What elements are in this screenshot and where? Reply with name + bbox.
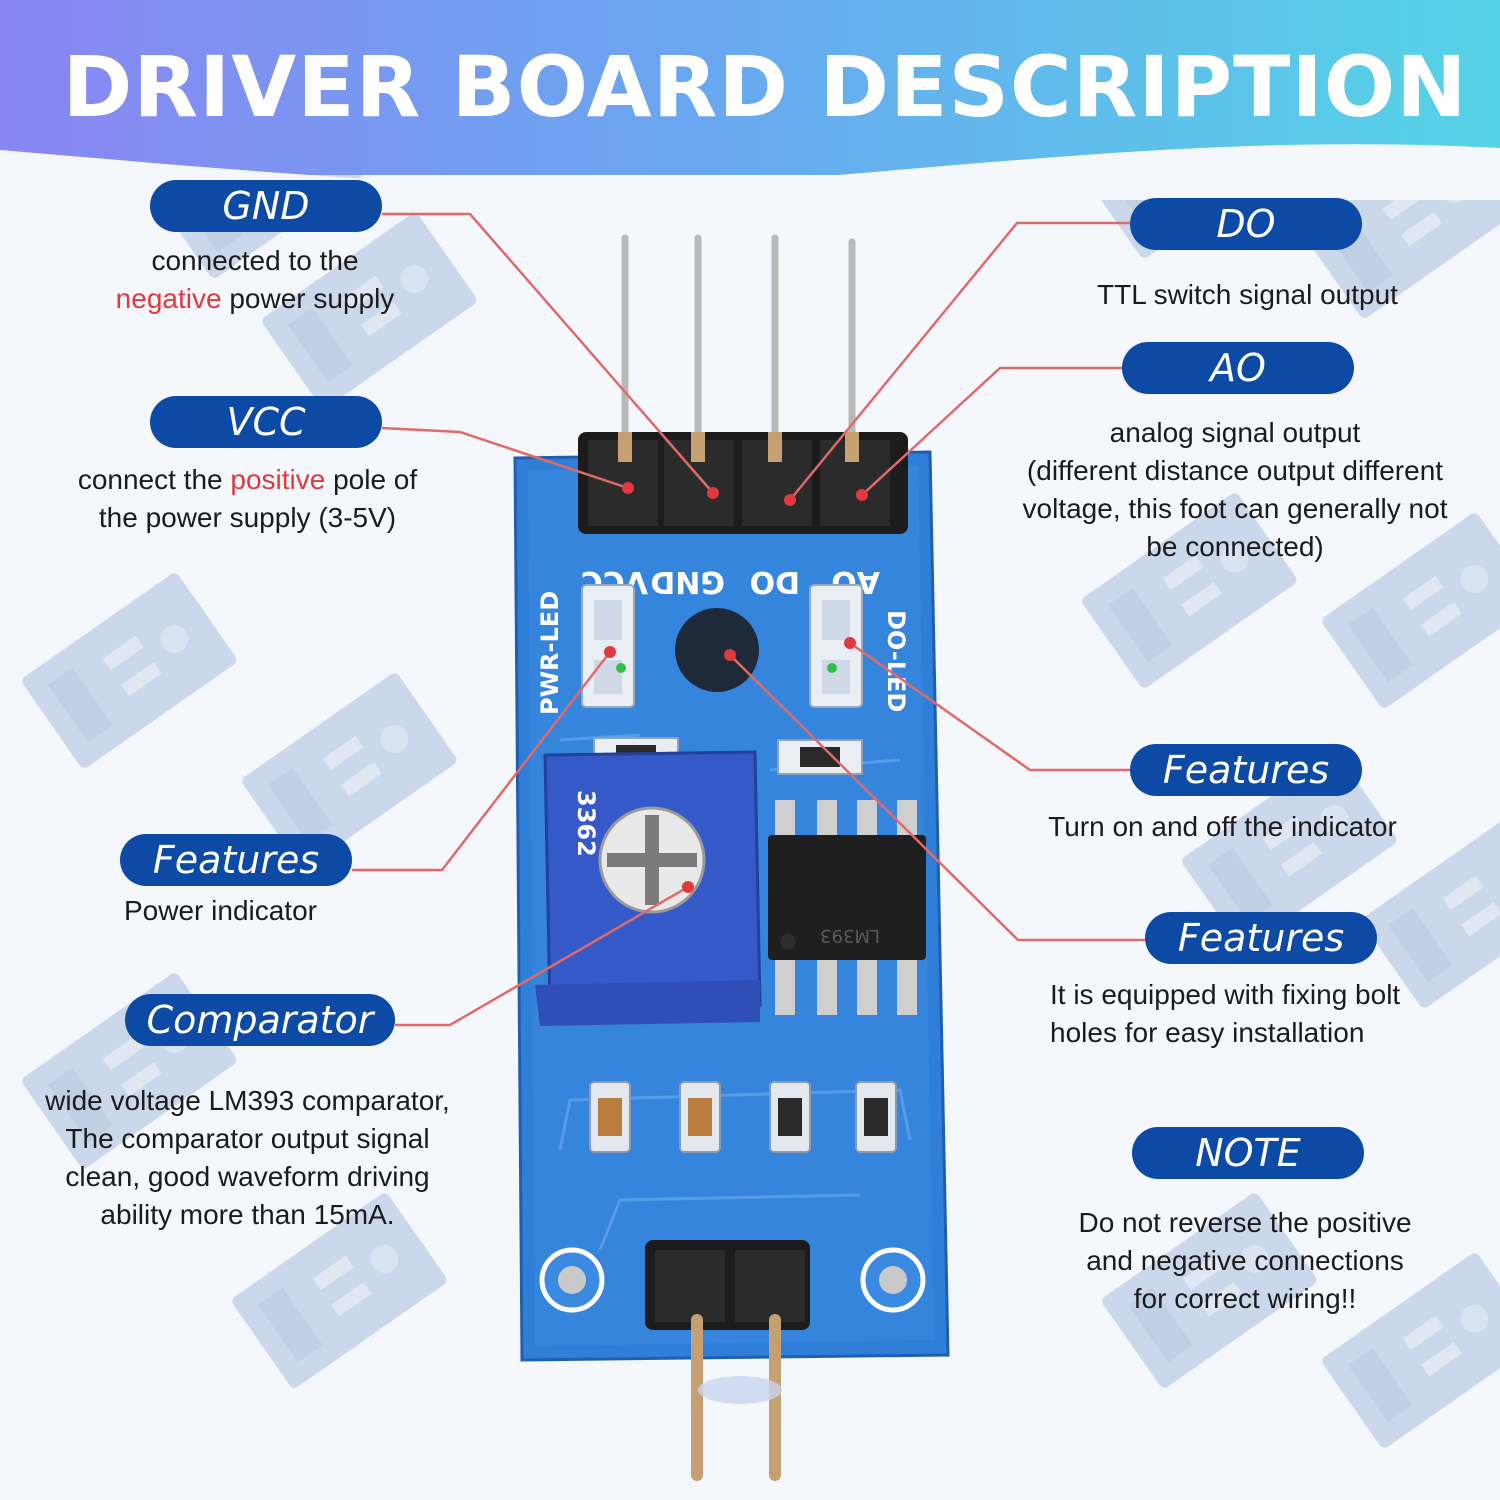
ao-description: analog signal output (different distance… (995, 414, 1475, 566)
bottom-smd-parts (589, 1081, 897, 1153)
potentiometer: 3362 (535, 750, 762, 1026)
do-description: TTL switch signal output (1097, 279, 1398, 310)
do-led-label: DO-LED (882, 610, 910, 712)
comparator-line: The comparator output signal (65, 1123, 430, 1154)
pot-marking: 3362 (572, 790, 600, 857)
features-bolt-description: It is equipped with fixing bolt holes fo… (1050, 976, 1490, 1052)
chip-marking: LM393 (820, 925, 880, 946)
vcc-highlight: positive (230, 464, 326, 495)
features-indicator-pill: Features (1130, 744, 1362, 796)
comparator-line: wide voltage LM393 comparator, (45, 1085, 450, 1116)
note-description: Do not reverse the positive and negative… (1040, 1204, 1450, 1318)
features-indicator-description: Turn on and off the indicator (1048, 811, 1397, 842)
vcc-description: connect the positive pole of the power s… (40, 461, 455, 537)
vcc-desc-line2: the power supply (3-5V) (98, 502, 397, 533)
note-pill: NOTE (1132, 1127, 1364, 1179)
ao-line: be connected) (1146, 531, 1324, 562)
gnd-pill: GND (150, 180, 382, 232)
pin-label-do: DO (750, 564, 800, 599)
pwr-led-label: PWR-LED (536, 591, 564, 715)
gnd-desc-line2: power supply (221, 283, 395, 314)
lm393-chip: LM393 (768, 800, 926, 1015)
comparator-pill: Comparator (125, 994, 395, 1046)
note-line: for correct wiring!! (1133, 1283, 1357, 1314)
note-line: Do not reverse the positive (1078, 1207, 1412, 1238)
features-bolt-line: It is equipped with fixing bolt (1050, 979, 1401, 1010)
gnd-description: connected to the negative power supply (60, 242, 450, 318)
header-wave (0, 144, 1500, 200)
note-line: and negative connections (1086, 1245, 1404, 1276)
pwr-led (581, 584, 635, 708)
header-banner (0, 0, 1500, 175)
features-power-description: Power indicator (124, 895, 317, 926)
ao-line: analog signal output (1109, 417, 1361, 448)
features-bolt-line: holes for easy installation (1050, 1017, 1365, 1048)
features-power-pill: Features (120, 834, 352, 886)
comparator-line: ability more than 15mA. (100, 1199, 395, 1230)
comparator-description: wide voltage LM393 comparator, The compa… (15, 1082, 480, 1234)
ao-line: voltage, this foot can generally not (1022, 493, 1448, 524)
features-bolt-pill: Features (1145, 912, 1377, 964)
ao-pill: AO (1122, 342, 1354, 394)
gnd-highlight: negative (115, 283, 222, 314)
do-led (809, 584, 863, 708)
pin-label-gnd: GND (650, 564, 725, 599)
comparator-line: clean, good waveform driving (65, 1161, 430, 1192)
vcc-desc-pre: connect the (77, 464, 231, 495)
do-pill: DO (1130, 198, 1362, 250)
top-header-pins (621, 234, 856, 444)
bottom-pin-header (645, 1240, 810, 1481)
vcc-desc-post: pole of (325, 464, 418, 495)
ao-line: (different distance output different (1026, 455, 1444, 486)
gnd-desc-line1: connected to the (151, 245, 359, 276)
page-title: DRIVER BOARD DESCRIPTION (62, 38, 1468, 136)
vcc-pill: VCC (150, 396, 382, 448)
